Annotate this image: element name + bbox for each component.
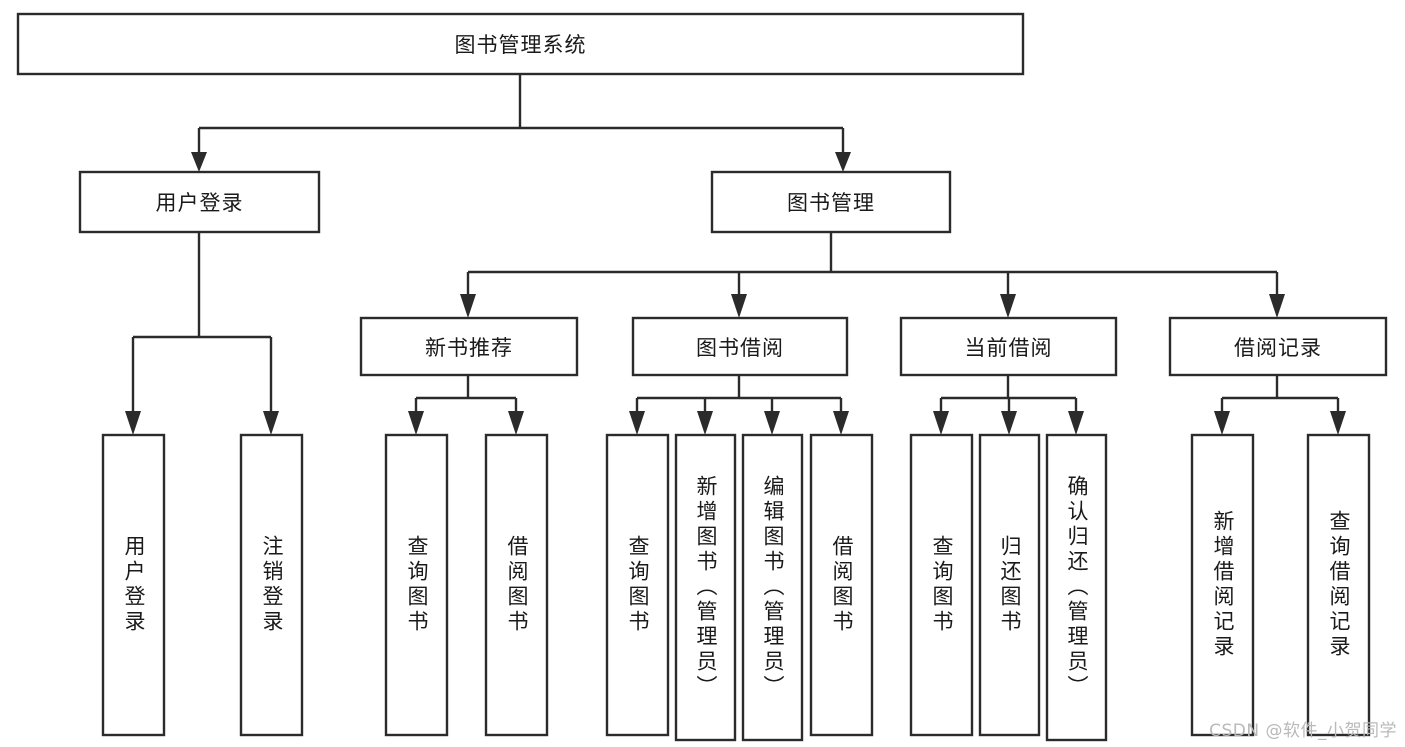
node-box-leaf-query-book-3[interactable] bbox=[909, 433, 974, 737]
connector-root-to-level2 bbox=[191, 74, 851, 172]
node-box-leaf-add-record[interactable] bbox=[1190, 433, 1255, 737]
node-box-leaf-confirm-return[interactable] bbox=[1045, 433, 1108, 742]
node-box-leaf-return-book[interactable] bbox=[978, 433, 1041, 737]
node-box-borrow-record[interactable] bbox=[1168, 316, 1388, 377]
node-box-book-management[interactable] bbox=[710, 170, 952, 234]
watermark-text: CSDN @软件_小贺同学 bbox=[1209, 721, 1397, 741]
node-box-leaf-edit-book[interactable] bbox=[741, 433, 804, 742]
node-box-leaf-query-book-1[interactable] bbox=[384, 433, 449, 737]
node-box-leaf-borrow-book-1[interactable] bbox=[484, 433, 549, 737]
connector-currentborrow-to-leaves bbox=[933, 375, 1084, 435]
node-box-user-login[interactable] bbox=[78, 170, 321, 234]
connector-userlogin-to-leaves bbox=[125, 232, 279, 435]
node-box-leaf-user-login[interactable] bbox=[101, 433, 166, 737]
connector-bookborrow-to-leaves bbox=[629, 375, 849, 435]
node-box-book-borrow[interactable] bbox=[631, 316, 849, 377]
node-box-root[interactable] bbox=[16, 12, 1025, 76]
node-box-leaf-borrow-book-2[interactable] bbox=[809, 433, 874, 737]
connector-borrowrecord-to-leaves bbox=[1214, 375, 1346, 435]
node-box-leaf-add-book[interactable] bbox=[674, 433, 737, 742]
node-box-new-book-recommend[interactable] bbox=[359, 316, 579, 377]
node-box-current-borrow[interactable] bbox=[899, 316, 1118, 377]
node-box-leaf-logout[interactable] bbox=[239, 433, 304, 737]
node-box-leaf-query-record[interactable] bbox=[1306, 433, 1371, 737]
node-box-leaf-query-book-2[interactable] bbox=[605, 433, 670, 737]
connector-newbook-to-leaves bbox=[408, 375, 524, 435]
connector-bookmgmt-to-level3 bbox=[460, 232, 1285, 318]
